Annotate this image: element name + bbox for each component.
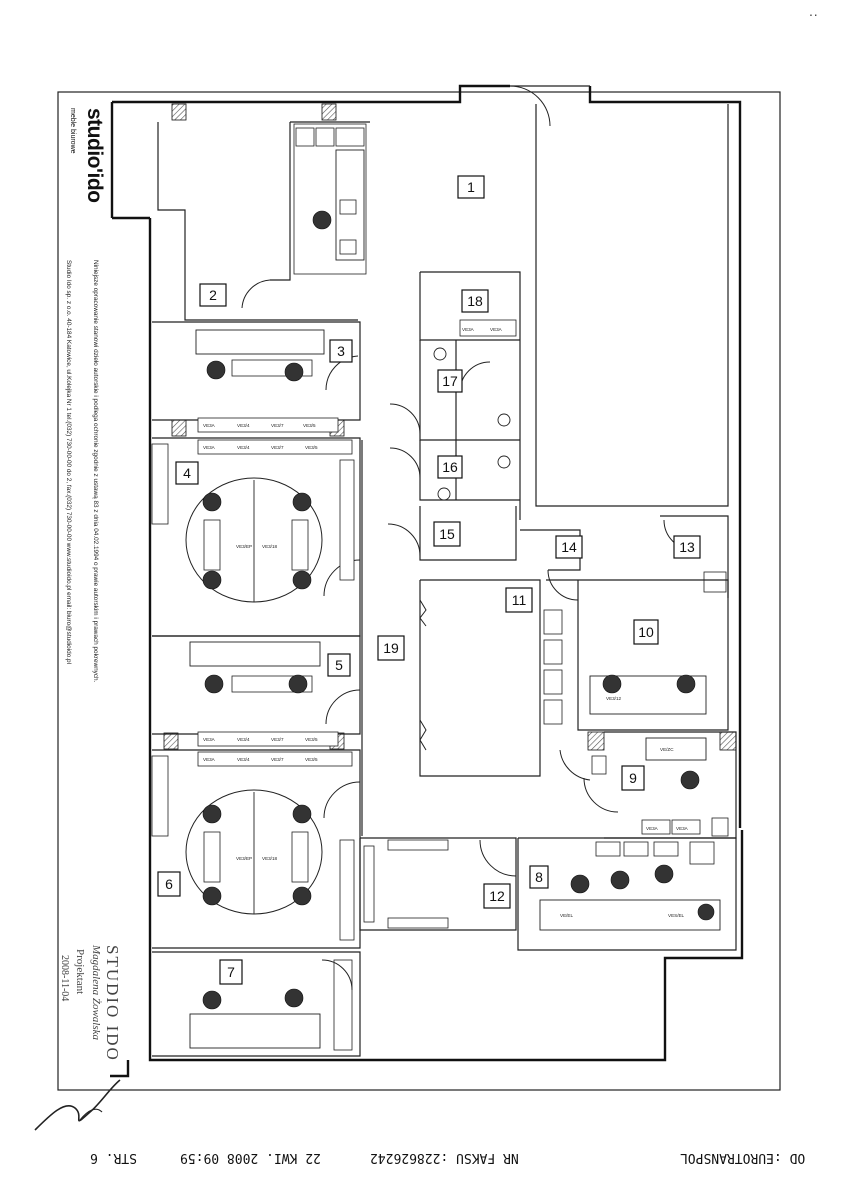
corner-mark: ·· xyxy=(808,6,818,22)
rooms-top xyxy=(157,121,370,321)
cab-label: VE3/4 xyxy=(237,757,250,762)
room-number: 9 xyxy=(629,770,637,786)
copyright-note: Niniejsze opracowanie stanowi dzieło aut… xyxy=(92,260,99,683)
cab-label: VE3A xyxy=(203,423,216,428)
room-label-19: 19 xyxy=(377,635,405,661)
room-3 xyxy=(152,321,361,433)
cab-label: VE3/4 xyxy=(237,445,250,450)
building-outline xyxy=(110,84,744,1078)
room-number: 2 xyxy=(209,287,217,303)
stamp-role: Projektant xyxy=(74,949,86,995)
studio-ido-logo: studio'ido meble biurowe xyxy=(66,108,106,212)
room-label-3: 3 xyxy=(329,339,353,363)
cab-label: VE3A xyxy=(203,445,216,450)
room-label-14: 14 xyxy=(555,535,583,559)
desk-label: VE/EL xyxy=(560,913,573,918)
room-number: 13 xyxy=(679,539,695,555)
room-label-9: 9 xyxy=(621,765,645,791)
room-label-10: 10 xyxy=(633,619,659,645)
room-number: 17 xyxy=(442,373,458,389)
cab-label: VE3A xyxy=(490,327,503,332)
room-number: 6 xyxy=(165,876,173,892)
cab-label: VE3/7 xyxy=(271,423,284,428)
room-number: 10 xyxy=(638,624,654,640)
desk-label: VE3/18 xyxy=(262,856,278,861)
room-number: 8 xyxy=(535,869,543,885)
room-label-6: 6 xyxy=(157,871,181,897)
room-5 xyxy=(152,635,361,747)
room-label-5: 5 xyxy=(327,653,351,677)
desk-label: VE3/EP xyxy=(236,544,252,549)
desk-label: VE3/EP xyxy=(236,856,252,861)
room-number: 7 xyxy=(227,964,235,980)
room-number: 16 xyxy=(442,459,458,475)
wc-block xyxy=(387,319,520,561)
cab-label: VE3/7 xyxy=(271,737,284,742)
room-labels: 1 2 3 4 5 6 7 8 9 10 11 12 13 14 15 16 1… xyxy=(157,175,701,985)
room-number: 11 xyxy=(512,592,527,608)
room-9 xyxy=(583,731,737,839)
room-number: 5 xyxy=(335,657,343,673)
room-label-8: 8 xyxy=(529,865,549,889)
room-number: 12 xyxy=(489,888,505,904)
room-label-18: 18 xyxy=(461,289,489,313)
cab-label: VE3A xyxy=(646,826,659,831)
cab-label: VE3/5 xyxy=(305,445,318,450)
room-6 xyxy=(151,749,361,949)
room-7 xyxy=(152,951,361,1057)
room-label-7: 7 xyxy=(219,959,243,985)
cab-label: VE3A xyxy=(203,757,216,762)
cab-label: VE3/5 xyxy=(305,757,318,762)
room-8 xyxy=(479,837,737,951)
desk-label: VE3/12 xyxy=(606,696,622,701)
logo-subtitle: meble biurowe xyxy=(69,108,76,154)
room-number: 1 xyxy=(467,179,475,195)
room-label-17: 17 xyxy=(437,369,463,393)
desk-label: VE/ZC xyxy=(660,747,674,752)
room-4 xyxy=(151,437,361,637)
stamp-name: Magdalena Żowalska xyxy=(90,945,102,1041)
room-number: 19 xyxy=(383,640,399,656)
room-number: 14 xyxy=(561,539,577,555)
stamp-company: STUDIO IDO xyxy=(103,945,122,1062)
cab-label: VE3/5 xyxy=(305,737,318,742)
room-10 xyxy=(543,579,729,781)
room-number: 3 xyxy=(337,343,345,359)
cab-label: VE3/4 xyxy=(237,423,250,428)
cab-label: VE3/5 xyxy=(303,423,316,428)
room-label-12: 12 xyxy=(483,883,511,909)
desk-label: VE3/18 xyxy=(262,544,278,549)
room-label-13: 13 xyxy=(673,535,701,559)
room-label-1: 1 xyxy=(457,175,485,199)
room-number: 18 xyxy=(467,293,483,309)
room-label-11: 11 xyxy=(505,587,533,613)
cabinet-labels: VE3A VE3/4 VE3/7 VE3/5 VE3A VE3/4 VE3/7 … xyxy=(203,327,689,918)
cab-label: VE3/7 xyxy=(271,445,284,450)
room-label-4: 4 xyxy=(175,461,199,485)
stamp-date: 2008-11-04 xyxy=(59,955,70,1002)
contact-note: Studio Ido sp. z o.o. 40-184 Katowice, u… xyxy=(65,260,72,665)
cab-label: VE3A xyxy=(203,737,216,742)
cab-label: VE3A xyxy=(462,327,475,332)
cab-label: VE3A xyxy=(676,826,689,831)
room-11 xyxy=(419,579,541,777)
room-label-2: 2 xyxy=(199,283,227,307)
cab-label: VE3/4 xyxy=(237,737,250,742)
cab-label: VE3/7 xyxy=(271,757,284,762)
signature xyxy=(34,1079,121,1131)
desk-label: VES/EL xyxy=(668,913,685,918)
room-number: 15 xyxy=(439,526,455,542)
logo-text: studio'ido xyxy=(83,108,106,203)
room-number: 4 xyxy=(183,465,191,481)
room-label-15: 15 xyxy=(433,521,461,547)
room-label-16: 16 xyxy=(437,455,463,479)
page-frame xyxy=(57,91,781,1091)
